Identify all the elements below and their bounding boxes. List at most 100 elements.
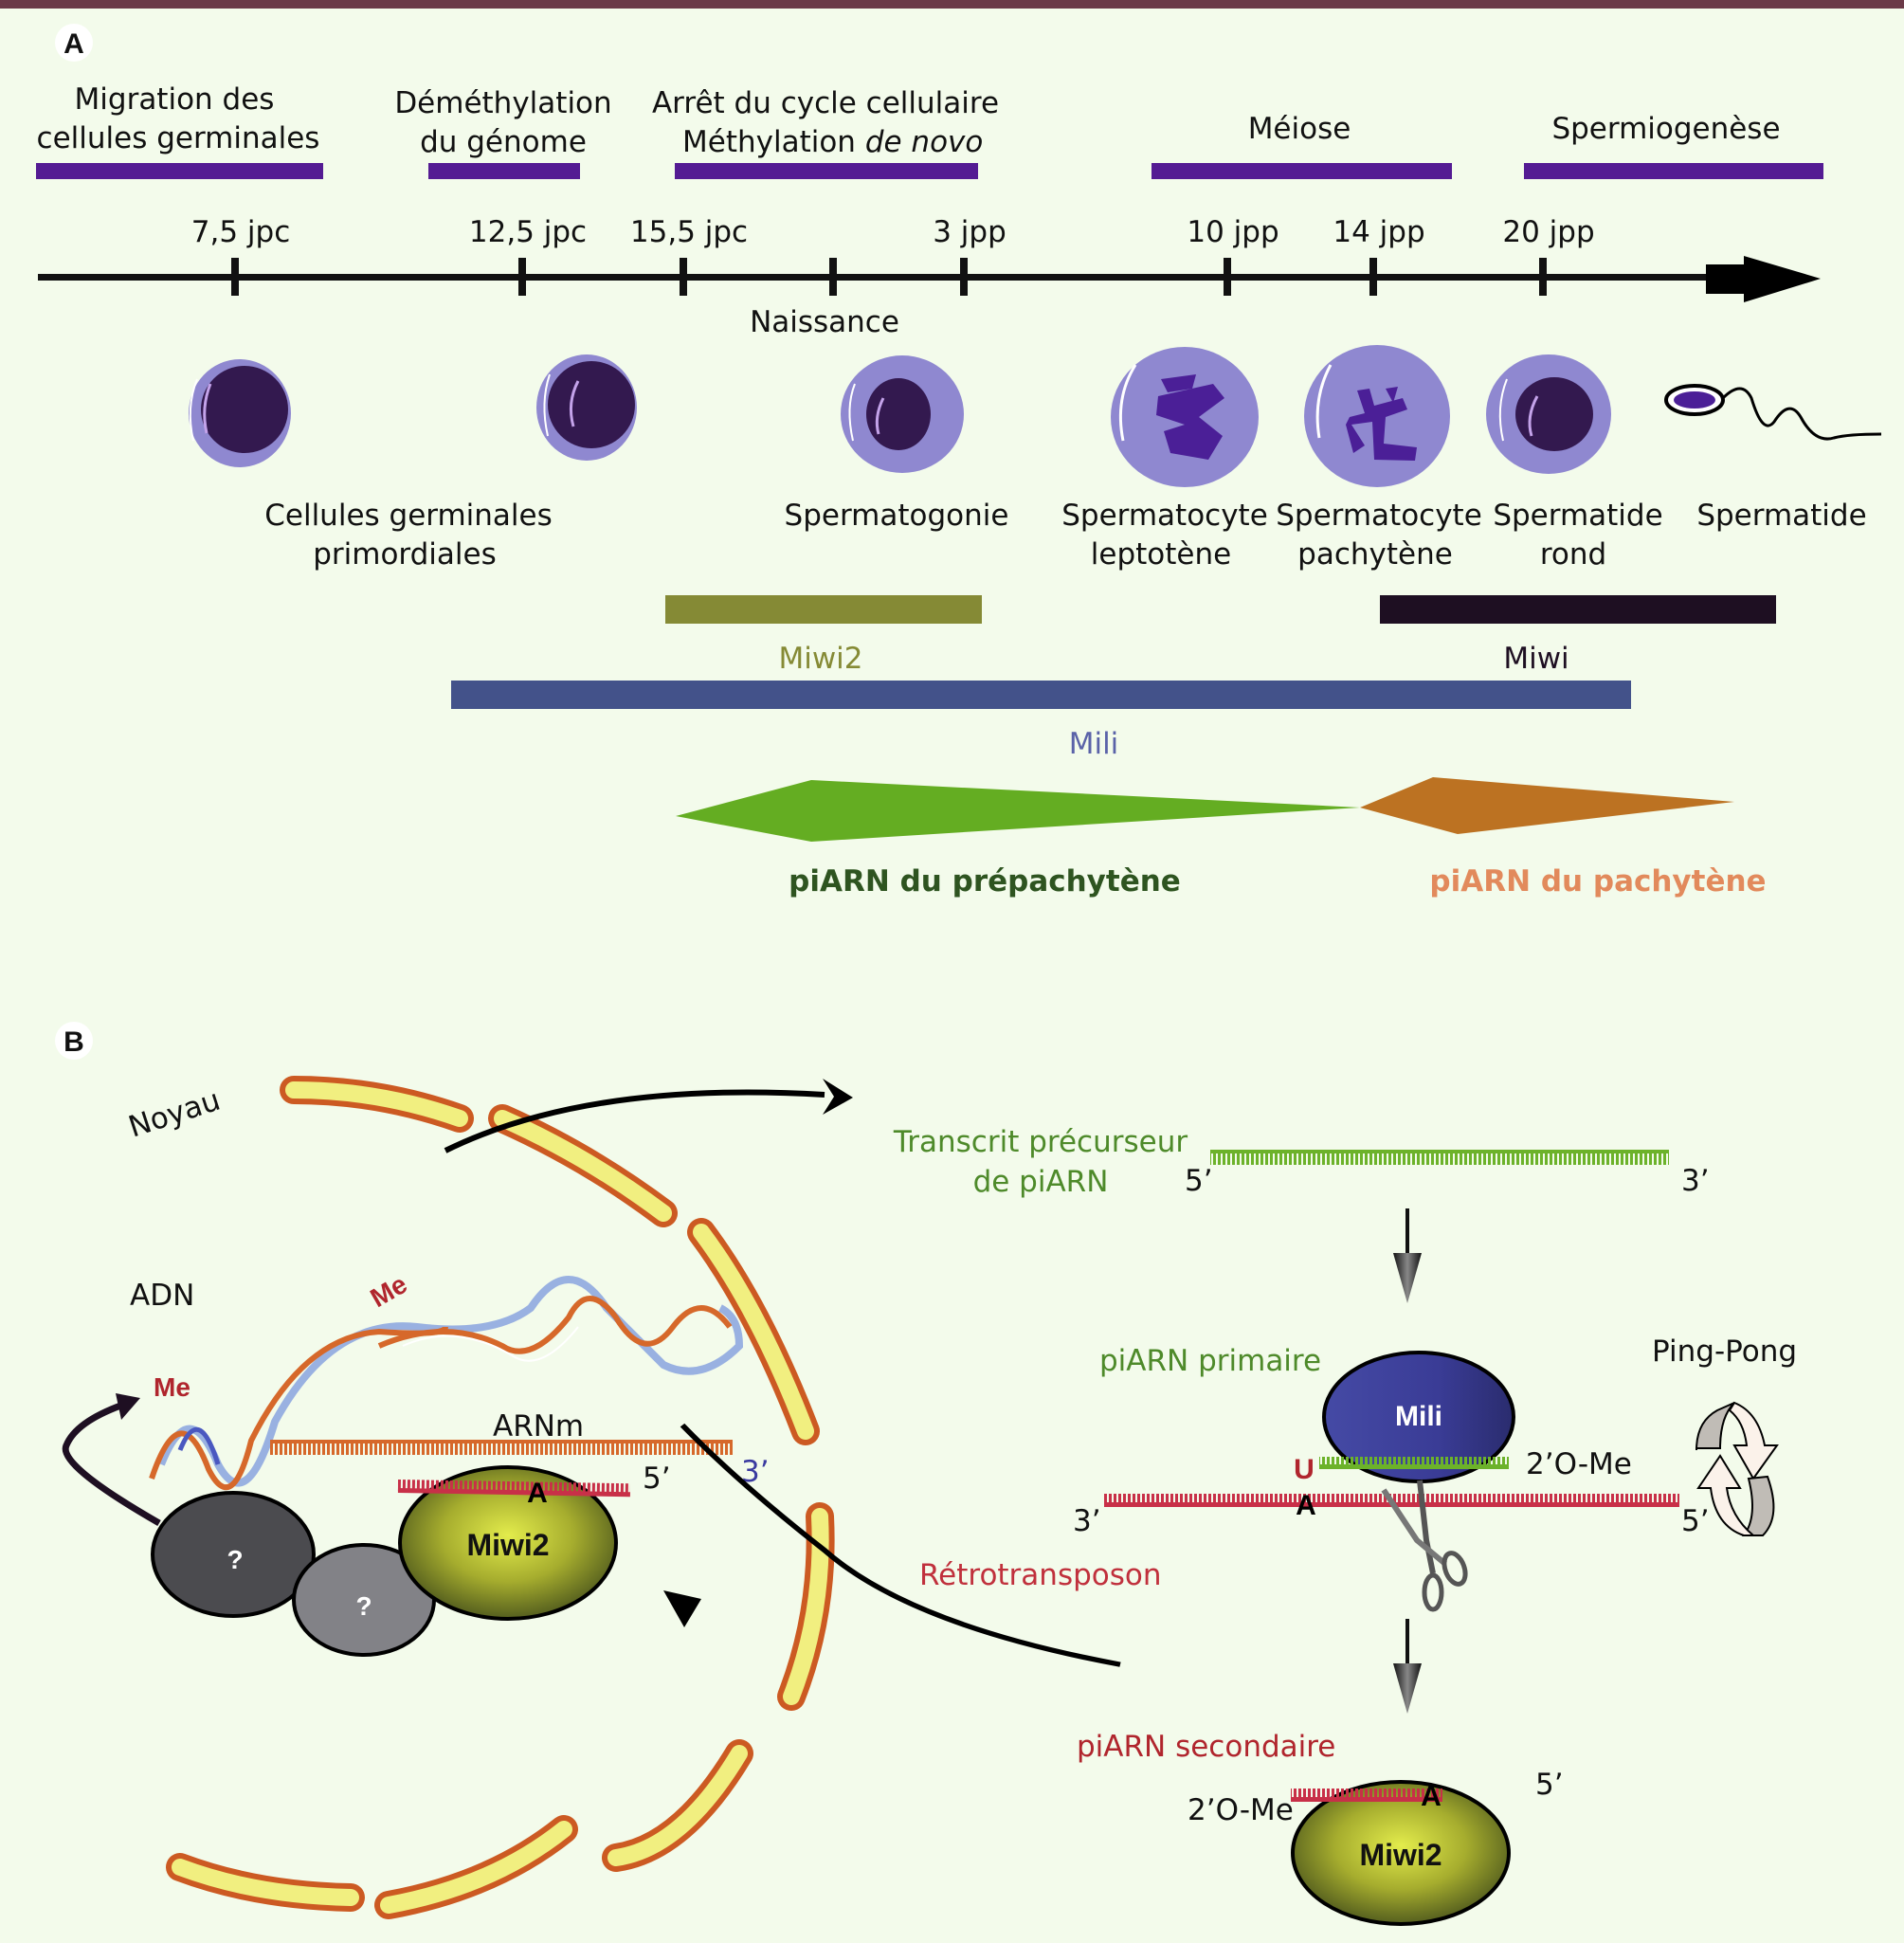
timeline-arrowhead: [1706, 256, 1821, 302]
timeline-tick-label: 10 jpp: [1187, 215, 1278, 249]
cell-pgc-1: [189, 359, 291, 467]
import-arrowhead: [663, 1590, 701, 1627]
retro-5-label: 5’: [1681, 1504, 1710, 1538]
phase-bar-demethylation: [428, 163, 580, 179]
timeline-tick: [518, 258, 526, 296]
down-arrow-2-shaft: [1405, 1619, 1409, 1666]
timeline-tick-label: 15,5 jpc: [630, 215, 748, 249]
down-arrow-1-shaft: [1405, 1208, 1409, 1256]
phase-migration-line1: Migration des: [75, 82, 275, 117]
uracil-label: U: [1294, 1454, 1315, 1485]
unknown-protein-1: [151, 1491, 316, 1618]
cell-spermatide-rond: [1486, 354, 1611, 474]
export-arrowhead: [823, 1079, 853, 1115]
miwi2-cytoplasmic-protein: [1291, 1780, 1511, 1926]
retro-3-label: 3’: [1073, 1504, 1101, 1538]
timeline-tick-label: 20 jpp: [1502, 215, 1594, 249]
panel-a: A Migration des cellules germinales Démé…: [36, 24, 1882, 899]
precursor-3-label: 3’: [1681, 1164, 1710, 1198]
timeline-tick: [231, 258, 239, 296]
pingpong-cycle-icon: [1695, 1401, 1779, 1536]
cell-label-rond-2: rond: [1540, 537, 1606, 572]
cell-spermatocyte-leptotene: [1111, 347, 1259, 487]
panel-a-badge: [55, 24, 93, 62]
import-arrow: [680, 1423, 1121, 1667]
cell-label-pgc-2: primordiales: [313, 537, 497, 572]
timeline-tick-label: 3 jpp: [933, 215, 1006, 249]
mrna-5-label: 5’: [643, 1462, 671, 1496]
chromosome-icon: [1346, 389, 1417, 461]
miwi2-nuclear-label: Miwi2: [466, 1528, 549, 1562]
phase-demethylation-line2: du génome: [420, 125, 587, 159]
primary-pirna-label: piARN primaire: [1099, 1344, 1321, 1378]
timeline-tick: [680, 258, 687, 296]
pachytene-label: piARN du pachytène: [1429, 864, 1766, 899]
phase-spermiogenese-label: Spermiogenèse: [1551, 112, 1780, 146]
mrna-label: ARNm: [493, 1409, 584, 1444]
secondary-ome-label: 2’O-Me: [1188, 1793, 1294, 1827]
mili-protein-label: Mili: [1395, 1401, 1442, 1432]
cell-label-leptotene-2: leptotène: [1091, 537, 1231, 572]
cell-pgc-2: [536, 354, 637, 461]
secondary-adenine: A: [1421, 1781, 1442, 1812]
phase-denovo-text: de novo: [865, 125, 984, 159]
timeline-tick: [1224, 258, 1231, 296]
timeline-tick-label: 14 jpp: [1333, 215, 1424, 249]
cell-label-spermatogonie: Spermatogonie: [785, 499, 1009, 533]
cell-spermatogonie: [841, 355, 964, 473]
down-arrow-2-head: [1393, 1663, 1422, 1714]
phase-bar-spermiogenese: [1524, 163, 1823, 179]
retro-adenine: A: [1296, 1490, 1316, 1521]
expression-bar-miwi: [1380, 595, 1776, 624]
pachytene-pirna-shape: [1360, 777, 1734, 834]
phase-methylation-text: Méthylation: [682, 125, 865, 159]
phase-bar-arret: [675, 163, 978, 179]
cell-label-pgc-1: Cellules germinales: [264, 499, 553, 533]
cell-label-leptotene-1: Spermatocyte: [1061, 499, 1268, 533]
panel-b-badge: [55, 1022, 93, 1060]
phase-demethylation-line1: Déméthylation: [394, 86, 611, 120]
phase-migration-line2: cellules germinales: [37, 121, 320, 155]
cell-spermatocyte-pachytene: [1304, 345, 1450, 487]
cell-label-pachytene-1: Spermatocyte: [1276, 499, 1482, 533]
expression-bar-miwi2: [665, 595, 982, 624]
down-arrow-1-head: [1393, 1253, 1422, 1303]
phase-arret-line2: Méthylation de novo: [682, 125, 983, 159]
unknown-protein-1-label: ?: [227, 1545, 243, 1574]
phase-bar-meiose: [1151, 163, 1452, 179]
protein-label-miwi2: Miwi2: [778, 642, 862, 676]
phase-bar-migration: [36, 163, 323, 179]
precursor-label-1: Transcrit précurseur: [893, 1125, 1188, 1159]
miwi2-cytoplasmic-label: Miwi2: [1359, 1838, 1442, 1872]
timeline-tick-label: 12,5 jpc: [469, 215, 587, 249]
cell-label-pachytene-2: pachytène: [1297, 537, 1453, 572]
feedback-arrow: [62, 1401, 161, 1527]
panel-a-letter: A: [63, 28, 84, 60]
top-border: [0, 0, 1904, 9]
precursor-label-2: de piARN: [973, 1165, 1109, 1199]
methyl-label-2: Me: [366, 1269, 412, 1313]
birth-label: Naissance: [750, 305, 899, 339]
nuclear-adenine: A: [527, 1478, 548, 1509]
export-arrow: [444, 1089, 825, 1153]
flagellum: [1721, 387, 1882, 441]
precursor-5-label: 5’: [1185, 1164, 1213, 1198]
panel-b-letter: B: [63, 1026, 84, 1058]
nucleus-label: Noyau: [124, 1083, 224, 1145]
protein-label-mili: Mili: [1069, 727, 1119, 761]
timeline-tick: [960, 258, 968, 296]
secondary-5-label: 5’: [1535, 1768, 1564, 1802]
dna-helix: Me Me: [149, 1269, 744, 1491]
timeline-tick: [1369, 258, 1377, 296]
methyl-label-1: Me: [154, 1372, 190, 1402]
timeline-tick: [829, 258, 837, 296]
miwi2-nuclear-protein: [398, 1465, 618, 1621]
cell-label-rond-1: Spermatide: [1493, 499, 1662, 533]
prepachytene-pirna-shape: [676, 780, 1360, 842]
chromatin-icon: [1156, 384, 1224, 460]
nuclear-membrane: [166, 1076, 835, 1919]
dna-label: ADN: [130, 1279, 194, 1313]
panel-b: B Noyau ADN Me Me ARNm: [55, 1022, 1797, 1926]
timeline-axis: [38, 274, 1706, 281]
